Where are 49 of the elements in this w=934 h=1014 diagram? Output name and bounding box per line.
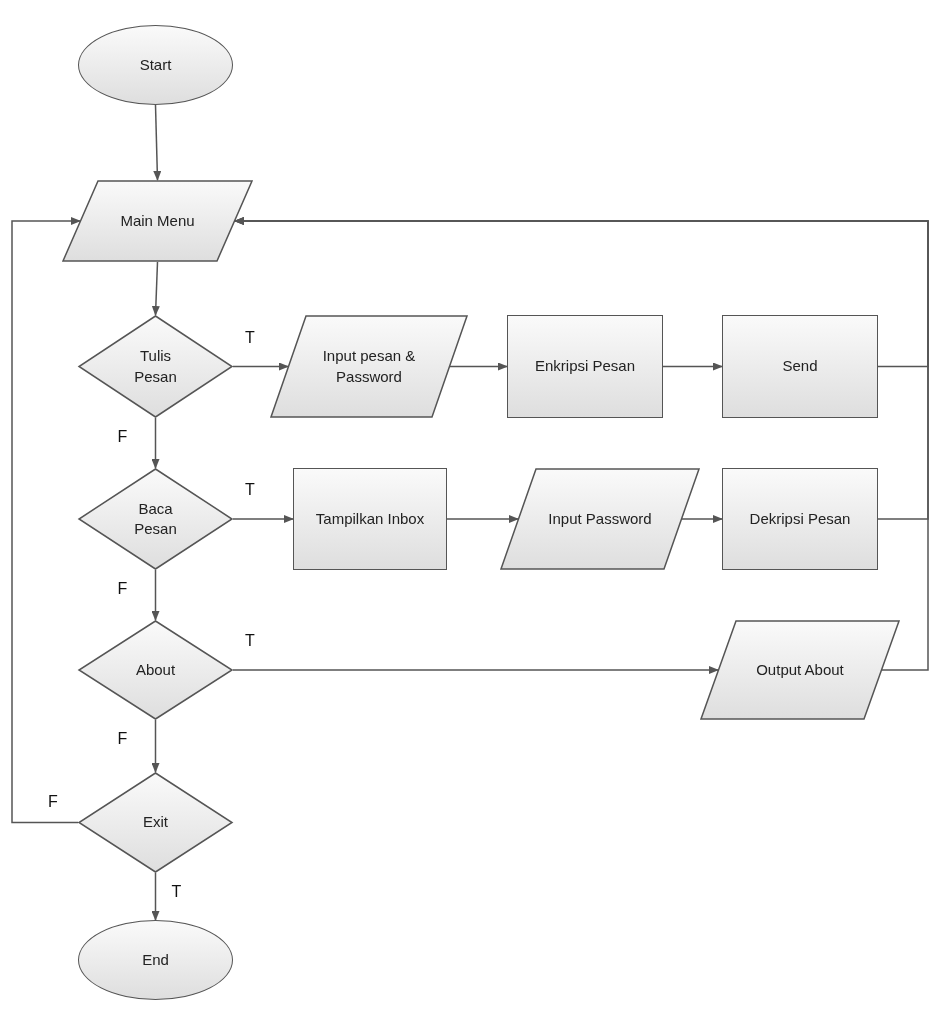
input-output-parallelogram	[500, 468, 700, 570]
arrow	[151, 719, 160, 773]
arrow	[232, 515, 294, 523]
arrow	[151, 261, 160, 316]
node-text: About	[135, 659, 176, 680]
node-text: Tampilkan Inbox	[315, 508, 425, 529]
arrow	[681, 515, 723, 523]
node-text: Exit	[143, 812, 168, 833]
node-text: Dekripsi Pesan	[749, 508, 851, 529]
node-text: Tulis Pesan	[133, 346, 178, 387]
process-box	[722, 315, 878, 418]
decision-diamond	[78, 315, 233, 418]
edge-label: T	[245, 481, 255, 499]
arrow	[151, 417, 160, 469]
node-text: Input pesan & Password	[321, 346, 417, 387]
node-text: Start	[139, 54, 172, 75]
arrow	[662, 362, 723, 371]
edge-label: T	[245, 632, 255, 650]
edge-label: F	[117, 580, 128, 598]
node-text: Output About	[756, 659, 844, 680]
edge-label: T	[245, 328, 255, 347]
node-text: Main Menu	[120, 210, 195, 231]
edge-label: F	[48, 792, 58, 811]
arrow	[153, 104, 162, 181]
arrow	[151, 872, 160, 921]
node-text: Enkripsi Pesan	[534, 356, 636, 377]
decision-diamond	[78, 772, 233, 873]
node-text: Send	[782, 356, 818, 377]
arrow	[151, 569, 160, 621]
edge-label: F	[117, 428, 128, 446]
node-text: End	[142, 949, 169, 970]
process-box	[722, 468, 878, 570]
arrow	[232, 666, 719, 674]
edge-label: T	[171, 883, 182, 901]
edge-label: F	[117, 730, 128, 748]
arrow	[11, 217, 81, 824]
arrow	[449, 362, 508, 371]
input-output-parallelogram	[270, 315, 468, 418]
decision-diamond	[78, 620, 233, 720]
arrow	[446, 515, 519, 523]
process-box	[293, 468, 447, 570]
input-output-parallelogram	[700, 620, 900, 720]
decision-diamond	[78, 468, 233, 570]
node-text: Input Password	[548, 508, 652, 529]
arrow	[234, 217, 929, 671]
arrow	[232, 362, 289, 371]
input-output-parallelogram	[62, 180, 253, 262]
process-box	[507, 315, 663, 418]
node-text: Baca Pesan	[133, 498, 178, 539]
